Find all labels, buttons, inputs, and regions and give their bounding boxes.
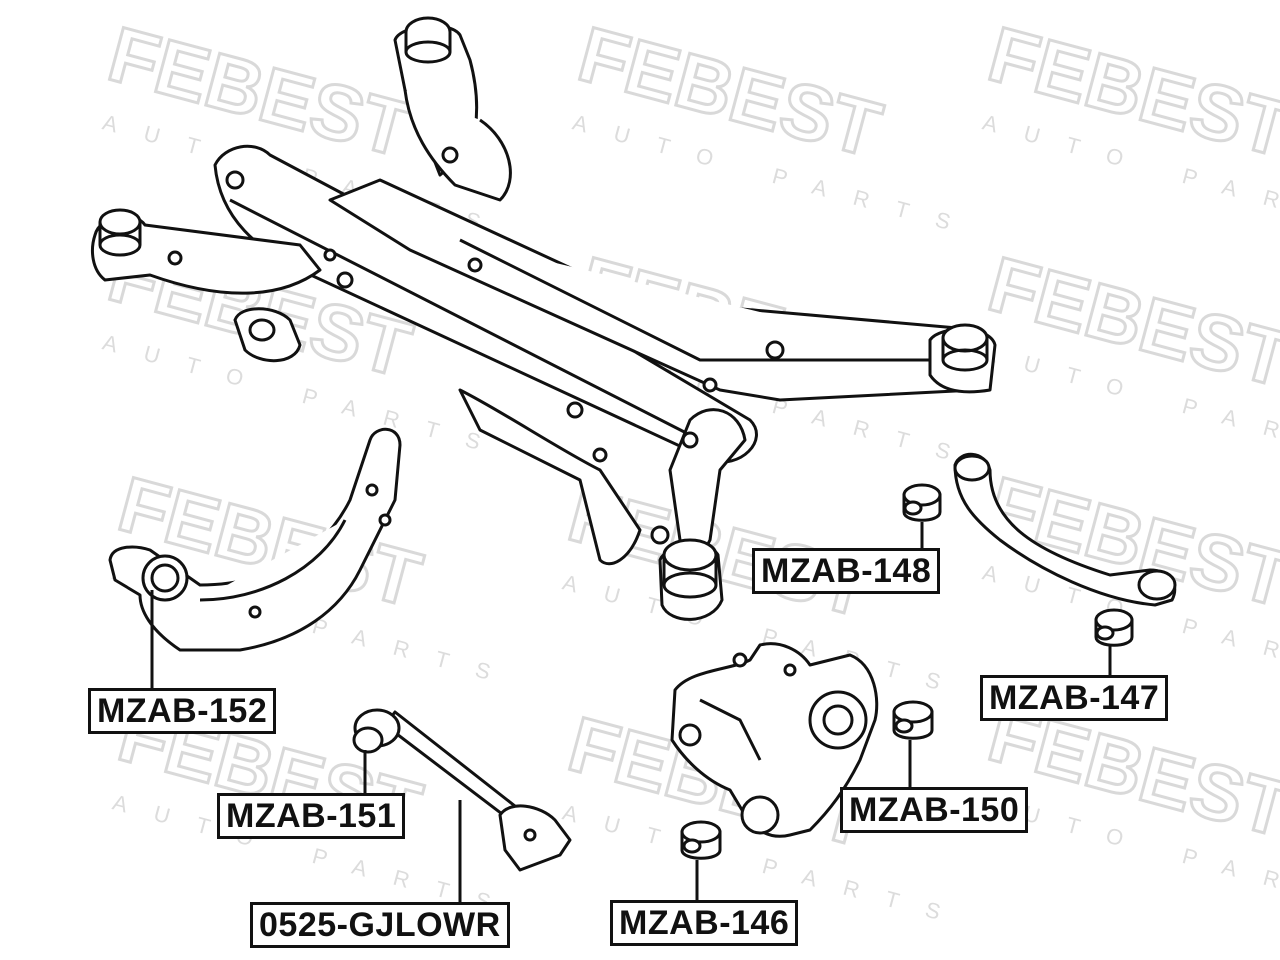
watermark-brand: FEBEST	[570, 9, 890, 174]
bushing-146	[680, 820, 722, 860]
callout-mzab-147: MZAB-147	[980, 675, 1169, 721]
callout-mzab-151: MZAB-151	[217, 793, 406, 839]
bushing-148	[902, 483, 942, 522]
lower-link-drawing	[352, 708, 572, 872]
watermark-6: FEBEST AUTO PARTS	[979, 238, 1280, 472]
watermark-3: FEBEST AUTO PARTS	[979, 8, 1280, 242]
upper-control-arm-drawing	[953, 452, 1177, 607]
callout-mzab-152: MZAB-152	[88, 688, 277, 734]
rear-subframe-drawing	[91, 16, 997, 621]
callout-0525-gjlowr: 0525-GJLOWR	[250, 902, 510, 948]
callout-mzab-148: MZAB-148	[752, 548, 941, 594]
bushing-150	[892, 700, 934, 740]
leader-lines	[150, 522, 1112, 902]
knuckle-drawing	[670, 642, 879, 838]
callout-mzab-150: MZAB-150	[840, 787, 1029, 833]
callout-mzab-146: MZAB-146	[610, 900, 799, 946]
bushing-drawings	[680, 483, 1134, 860]
watermark-2: FEBEST AUTO PARTS	[569, 8, 981, 242]
bushing-147	[1094, 608, 1134, 647]
trailing-arm-drawing	[108, 427, 402, 652]
